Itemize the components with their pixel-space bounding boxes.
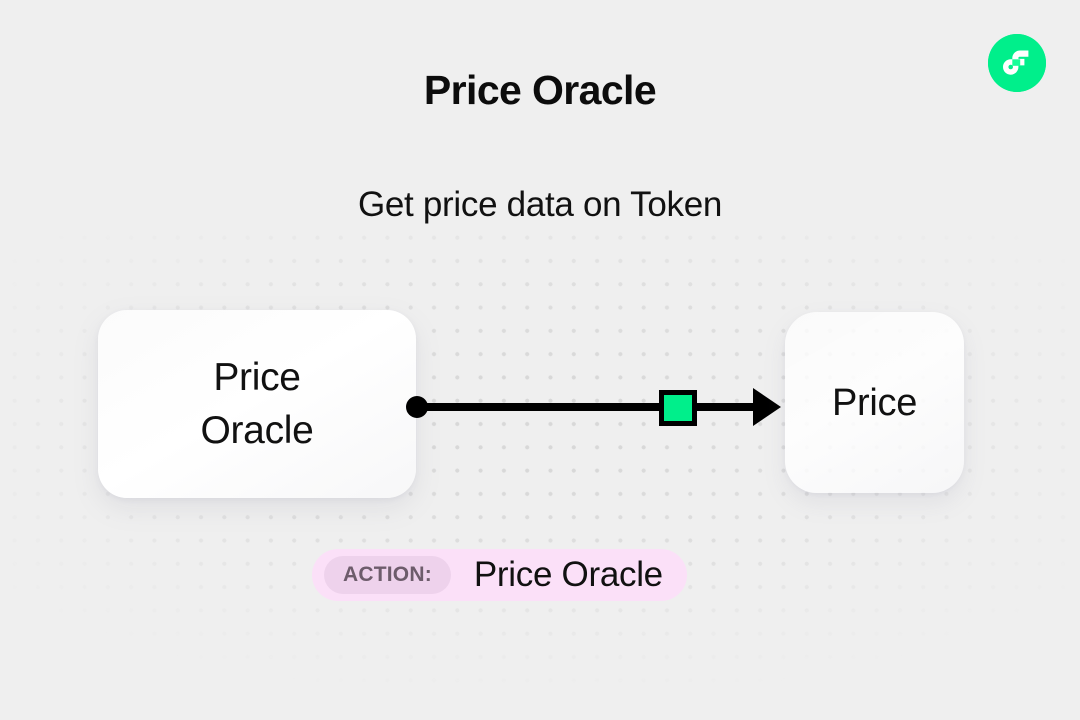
action-badge-value: Price Oracle — [473, 555, 663, 594]
page-title: Price Oracle — [423, 67, 657, 113]
node-source-text: Price Oracle — [200, 351, 313, 457]
action-marker-icon[interactable] — [659, 390, 697, 426]
node-target-label: Price — [831, 381, 918, 424]
node-price-oracle[interactable]: Price Oracle — [98, 310, 416, 498]
connector-dot-icon[interactable] — [406, 396, 428, 418]
connector-line — [420, 403, 765, 411]
action-badge-label: ACTION: — [324, 556, 451, 594]
node-source-line2: Oracle — [200, 409, 314, 452]
flow-logo-icon — [988, 34, 1046, 92]
page-subtitle: Get price data on Token — [357, 185, 723, 224]
node-price[interactable]: Price — [785, 312, 964, 493]
action-badge: ACTION: Price Oracle — [312, 549, 687, 601]
arrow-right-icon — [753, 388, 781, 426]
node-source-line1: Price — [213, 356, 301, 399]
